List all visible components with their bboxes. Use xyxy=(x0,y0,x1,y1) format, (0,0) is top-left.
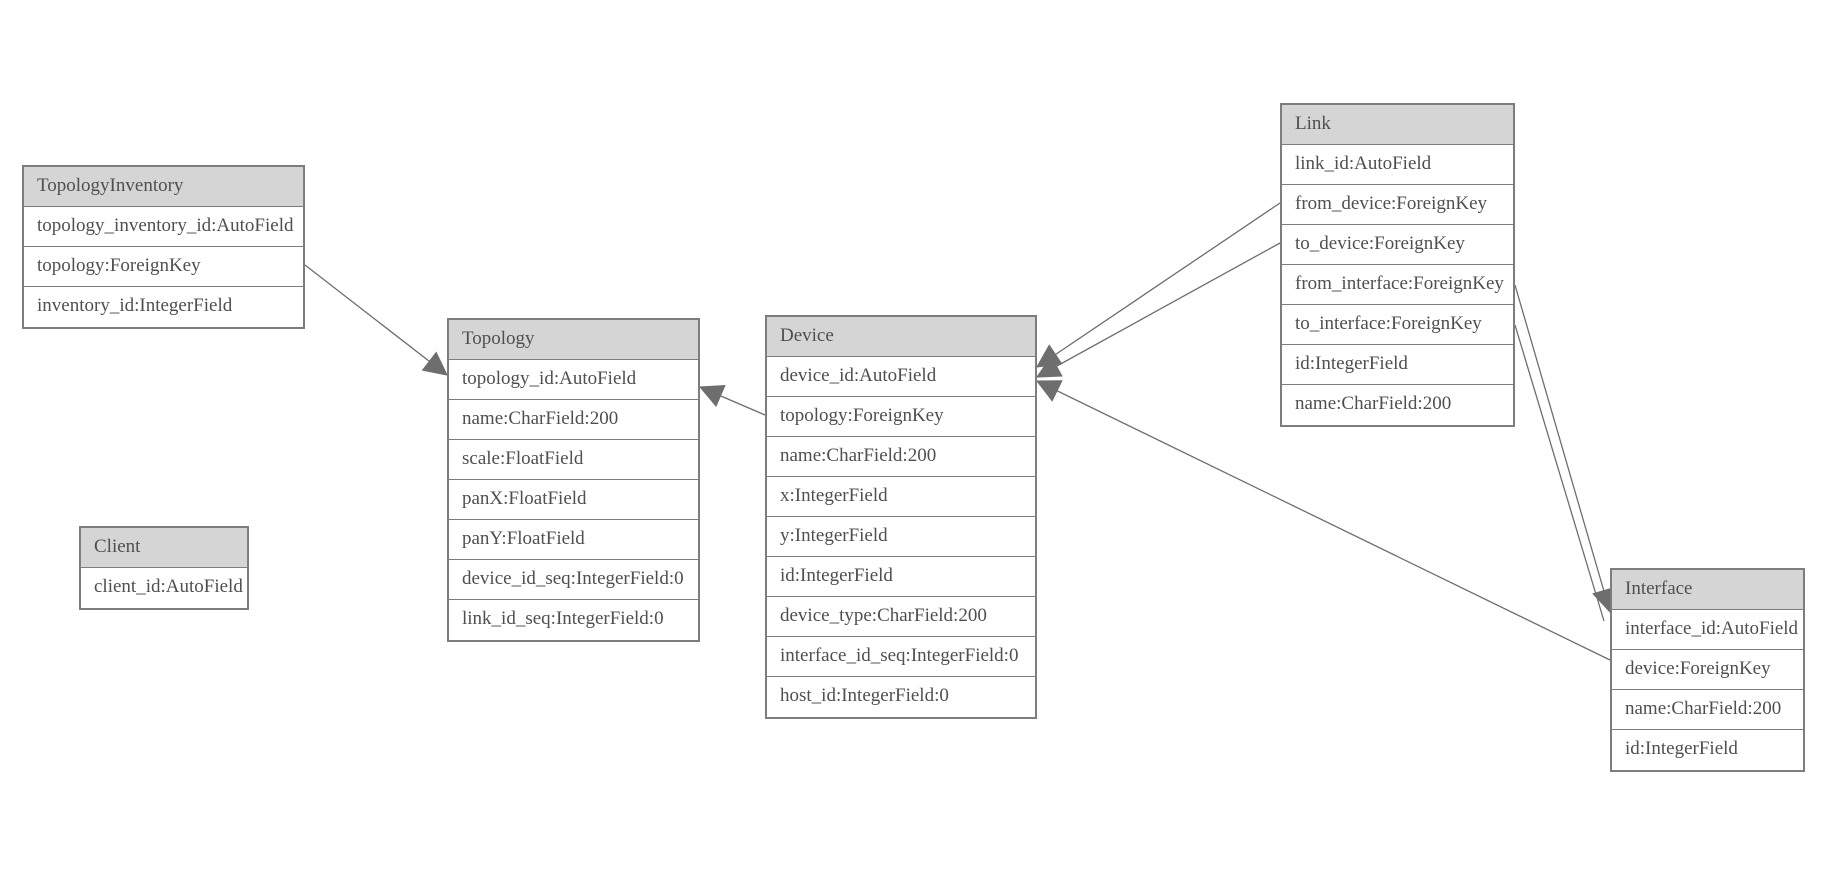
entity-field: id:IntegerField xyxy=(1612,730,1803,770)
entity-field: scale:FloatField xyxy=(449,440,698,480)
entity-field: device:ForeignKey xyxy=(1612,650,1803,690)
entity-field: to_device:ForeignKey xyxy=(1282,225,1513,265)
relation-line-link-to_device xyxy=(1035,242,1281,378)
entity-field: device_id:AutoField xyxy=(767,357,1035,397)
entity-field: host_id:IntegerField:0 xyxy=(767,677,1035,717)
entity-field: name:CharField:200 xyxy=(767,437,1035,477)
entity-field: from_interface:ForeignKey xyxy=(1282,265,1513,305)
entity-title: TopologyInventory xyxy=(24,167,303,207)
entity-field: name:CharField:200 xyxy=(1282,385,1513,425)
entity-title: Link xyxy=(1282,105,1513,145)
entity-field: id:IntegerField xyxy=(767,557,1035,597)
entity-title: Interface xyxy=(1612,570,1803,610)
entity-field: link_id:AutoField xyxy=(1282,145,1513,185)
relation-line-link-from_device xyxy=(1036,202,1281,368)
entity-field: interface_id:AutoField xyxy=(1612,610,1803,650)
entity-field: device_type:CharField:200 xyxy=(767,597,1035,637)
relation-line-link-from_interface xyxy=(1514,284,1616,614)
entity-field: to_interface:ForeignKey xyxy=(1282,305,1513,345)
entity-field: topology_id:AutoField xyxy=(449,360,698,400)
entity-field: x:IntegerField xyxy=(767,477,1035,517)
entity-field: link_id_seq:IntegerField:0 xyxy=(449,600,698,640)
relation-line-link-to_interface xyxy=(1514,324,1605,622)
entity-field: panX:FloatField xyxy=(449,480,698,520)
entity-field: y:IntegerField xyxy=(767,517,1035,557)
entity-field: from_device:ForeignKey xyxy=(1282,185,1513,225)
entity-field: client_id:AutoField xyxy=(81,568,247,608)
relation-line-topologyinventory-topology xyxy=(304,264,448,376)
entity-field: id:IntegerField xyxy=(1282,345,1513,385)
entity-field: topology:ForeignKey xyxy=(24,247,303,287)
relation-line-device-topology xyxy=(698,384,766,416)
entity-field: topology_inventory_id:AutoField xyxy=(24,207,303,247)
entity-title: Device xyxy=(767,317,1035,357)
entity-field: panY:FloatField xyxy=(449,520,698,560)
entity-title: Topology xyxy=(449,320,698,360)
entity-field: name:CharField:200 xyxy=(449,400,698,440)
entity-field: inventory_id:IntegerField xyxy=(24,287,303,327)
entity-field: name:CharField:200 xyxy=(1612,690,1803,730)
entity-field: device_id_seq:IntegerField:0 xyxy=(449,560,698,600)
entity-field: topology:ForeignKey xyxy=(767,397,1035,437)
entity-field: interface_id_seq:IntegerField:0 xyxy=(767,637,1035,677)
entity-title: Client xyxy=(81,528,247,568)
